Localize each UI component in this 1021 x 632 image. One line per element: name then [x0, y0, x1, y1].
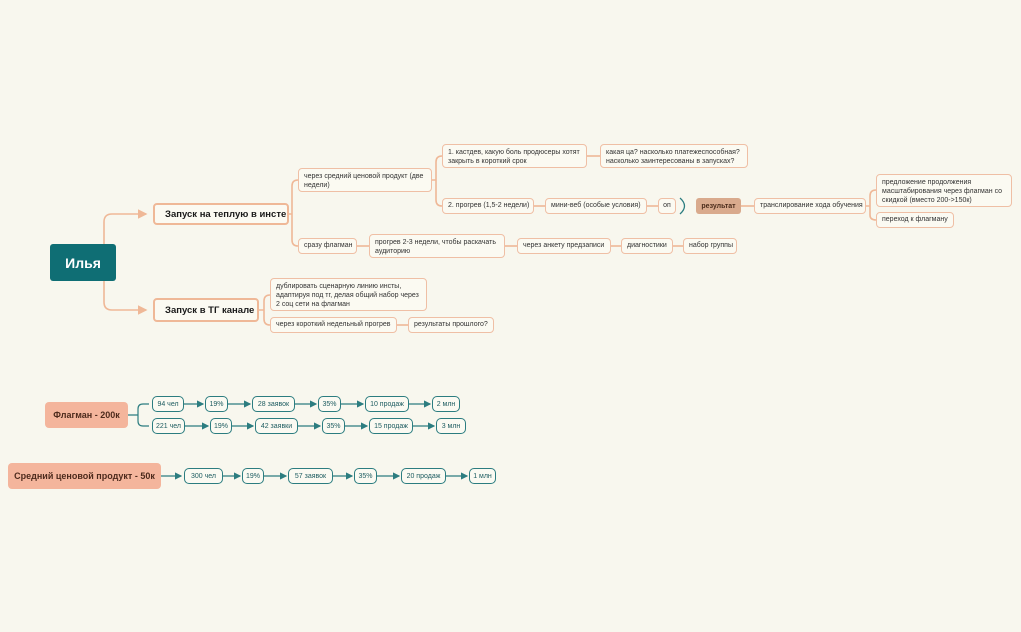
- funnel-mid-revenue: 1 млн: [469, 468, 496, 484]
- connector-tg-split: [259, 294, 271, 326]
- funnel-flagman-r1-applications: 28 заявок: [252, 396, 295, 412]
- node-audience-questions[interactable]: какая ца? насколько платежеспособная? на…: [600, 144, 748, 168]
- node-survey[interactable]: через анкету предзаписи: [517, 238, 611, 254]
- node-past-results[interactable]: результаты прошлого?: [408, 317, 494, 333]
- branch-tg-launch[interactable]: Запуск в ТГ канале: [153, 298, 259, 322]
- node-short-warmup[interactable]: через короткий недельный прогрев: [270, 317, 397, 333]
- funnel-flagman-r1-people: 94 чел: [152, 396, 184, 412]
- connector-insta-split: [289, 179, 299, 247]
- root-node[interactable]: Илья: [50, 244, 116, 281]
- node-duplicate-script[interactable]: дублировать сценарную линию инсты, адапт…: [270, 278, 427, 311]
- funnel-flagman-label[interactable]: Флагман - 200к: [45, 402, 128, 428]
- branch-insta-launch[interactable]: Запуск на теплую в инсте: [153, 203, 289, 225]
- funnel-mid-product-label[interactable]: Средний ценовой продукт - 50к: [8, 463, 161, 489]
- funnel-flagman-r1-revenue: 2 млн: [432, 396, 460, 412]
- funnel-flagman-r2-sales: 15 продаж: [369, 418, 413, 434]
- funnel-flagman-r1-close-rate: 35%: [318, 396, 341, 412]
- node-broadcast-progress[interactable]: транслирование хода обучения: [754, 198, 866, 214]
- connector-broadcast-split: [866, 189, 877, 221]
- funnel-flagman-r2-close-rate: 35%: [322, 418, 345, 434]
- funnel-mid-sales: 20 продаж: [401, 468, 446, 484]
- node-transition-flagman[interactable]: переход к флагману: [876, 212, 954, 228]
- node-mid-product[interactable]: через средний ценовой продукт (две недел…: [298, 168, 432, 192]
- connector-mid-split: [432, 155, 443, 207]
- node-direct-flagman[interactable]: сразу флагман: [298, 238, 357, 254]
- connector-root-insta: [103, 209, 148, 244]
- funnel-mid-close-rate: 35%: [354, 468, 377, 484]
- funnel-flagman-r2-people: 221 чел: [152, 418, 185, 434]
- node-warmup[interactable]: 2. прогрев (1,5-2 недели): [442, 198, 534, 214]
- funnel-flagman-r2-conversion: 19%: [210, 418, 232, 434]
- funnel-flagman-r2-applications: 42 заявки: [255, 418, 298, 434]
- funnel-flagman-r1-sales: 10 продаж: [365, 396, 409, 412]
- connector-op-result: [679, 197, 686, 215]
- node-castdev[interactable]: 1. кастдев, какую боль продюсеры хотят з…: [442, 144, 587, 168]
- funnel-mid-people: 300 чел: [184, 468, 223, 484]
- funnel-flagman-r1-conversion: 19%: [205, 396, 228, 412]
- funnel-mid-conversion: 19%: [242, 468, 264, 484]
- funnel-mid-applications: 57 заявок: [288, 468, 333, 484]
- node-scaling-offer[interactable]: предложение продолжения масштабирования …: [876, 174, 1012, 207]
- node-op[interactable]: оп: [658, 198, 676, 214]
- node-mini-web[interactable]: мини-веб (особые условия): [545, 198, 647, 214]
- funnel-flagman-r2-revenue: 3 млн: [436, 418, 466, 434]
- node-group-recruit[interactable]: набор группы: [683, 238, 737, 254]
- connector-flagman-split: [128, 403, 149, 427]
- connector-root-tg: [103, 281, 148, 315]
- node-warmup-2-3[interactable]: прогрев 2-3 недели, чтобы раскачать ауди…: [369, 234, 505, 258]
- node-diagnostics[interactable]: диагностики: [621, 238, 673, 254]
- node-result[interactable]: результат: [696, 198, 741, 214]
